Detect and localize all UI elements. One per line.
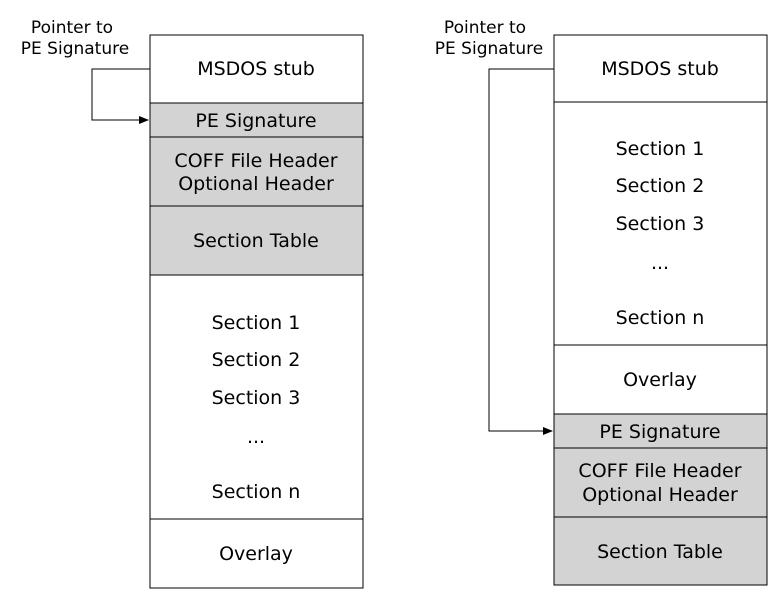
left-section-ellipsis: ...: [247, 426, 265, 448]
left-section-table-label: Section Table: [193, 230, 319, 252]
right-pointer-arrow: [488, 68, 554, 435]
left-section-2-label: Section 2: [212, 349, 301, 371]
left-file-layout: Pointer to PE Signature MSDOS stub PE Si…: [21, 18, 364, 589]
left-optional-header-label: Optional Header: [178, 173, 334, 195]
right-sections-block: [553, 101, 768, 346]
right-msdos-stub-label: MSDOS stub: [601, 58, 719, 80]
right-optional-header-label: Optional Header: [582, 484, 738, 506]
right-pe-signature-block: [553, 413, 768, 449]
left-overlay-label: Overlay: [219, 543, 293, 565]
left-section-n-label: Section n: [212, 481, 301, 503]
left-section-table-block: [149, 205, 364, 276]
right-section-table-block: [553, 516, 768, 586]
right-coff-header-block: [553, 447, 768, 518]
left-section-1-label: Section 1: [212, 312, 301, 334]
left-pointer-label-line1: Pointer to: [31, 18, 113, 38]
left-pe-signature-block: [149, 102, 364, 138]
left-msdos-stub-label: MSDOS stub: [197, 58, 315, 80]
left-coff-header-block: [149, 136, 364, 207]
left-coff-header-label: COFF File Header: [174, 150, 337, 172]
left-pointer-arrow: [91, 68, 150, 124]
right-section-1-label: Section 1: [616, 138, 705, 160]
right-coff-header-label: COFF File Header: [578, 460, 741, 482]
left-sections-block: [149, 274, 364, 520]
left-pe-signature-label: PE Signature: [195, 110, 316, 132]
right-file-layout: Pointer to PE Signature MSDOS stub Secti…: [435, 18, 768, 586]
left-pointer-label-line2: PE Signature: [21, 39, 129, 59]
left-msdos-stub-block: [149, 34, 364, 104]
right-pointer-label-line1: Pointer to: [444, 18, 526, 38]
left-section-3-label: Section 3: [212, 387, 301, 409]
right-overlay-label: Overlay: [623, 369, 697, 391]
right-section-n-label: Section n: [616, 307, 705, 329]
right-pointer-label-line2: PE Signature: [435, 39, 543, 59]
right-section-3-label: Section 3: [616, 213, 705, 235]
right-section-ellipsis: ...: [651, 252, 669, 274]
right-pe-signature-label: PE Signature: [599, 421, 720, 443]
right-section-2-label: Section 2: [616, 175, 705, 197]
left-overlay-block: [149, 518, 364, 589]
right-section-table-label: Section Table: [597, 541, 723, 563]
